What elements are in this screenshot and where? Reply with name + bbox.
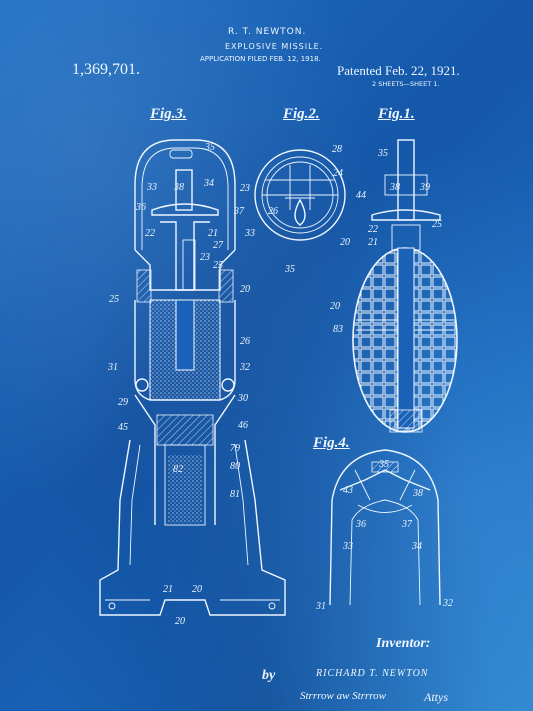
numeral: 33 [342,541,353,552]
numeral: 32 [442,598,453,609]
header-inventor-name: R. T. NEWTON. [228,27,307,37]
attys-label: Attys [424,690,448,704]
by-label: by [262,668,276,683]
numeral: 83 [333,324,343,335]
numeral: 45 [118,422,128,433]
numeral: 34 [411,541,422,552]
numeral: 20 [175,616,185,627]
numeral: 27 [213,240,224,251]
numeral: 31 [315,601,326,612]
numeral: 29 [118,397,128,408]
numeral: 79 [230,443,240,454]
numeral: 36 [135,202,146,213]
numeral: 38 [389,182,400,193]
header-application: APPLICATION FILED FEB. 12, 1918. [200,55,321,63]
numeral: 31 [107,362,118,373]
fig1-reference-numerals: 35 38 39 22 21 25 20 83 [330,148,442,335]
numeral: 38 [173,182,184,193]
fig2-title: Fig.2. [283,106,320,122]
numeral: 44 [356,190,366,201]
numeral: 20 [340,237,350,248]
header-title: EXPLOSIVE MISSILE. [225,42,324,51]
numeral: 23 [200,252,210,263]
numeral: 28 [332,144,342,155]
fig4-drawing [329,449,441,606]
inventor-label: Inventor: [376,636,431,651]
header-patent-number: 1,369,701. [72,61,140,78]
numeral: 35 [284,264,295,275]
inventor-signature: RICHARD T. NEWTON [316,668,429,679]
numeral: 20 [240,284,250,295]
numeral: 30 [237,393,248,404]
numeral: 20 [192,584,202,595]
numeral: 20 [330,301,340,312]
numeral: 33 [244,228,255,239]
numeral: 25 [213,260,223,271]
fig1-title: Fig.1. [378,106,415,122]
fig4-title: Fig.4. [313,435,350,451]
numeral: 21 [208,228,218,239]
numeral: 80 [230,461,240,472]
fig2-reference-numerals: 28 23 24 44 26 33 20 35 [240,144,366,275]
numeral: 26 [240,336,250,347]
header-sheets: 2 SHEETS—SHEET 1. [372,80,440,88]
numeral: 34 [203,178,214,189]
numeral: 21 [163,584,173,595]
numeral: 39 [419,182,430,193]
numeral: 26 [268,206,278,217]
header-patented-date: Patented Feb. 22, 1921. [337,63,460,78]
numeral: 32 [239,362,250,373]
fig4-reference-numerals: 35 43 38 36 37 33 34 31 32 [315,459,453,612]
numeral: 33 [146,182,157,193]
numeral: 37 [401,519,413,530]
numeral: 21 [368,237,378,248]
numeral: 36 [355,519,366,530]
numeral: 38 [412,488,423,499]
fig1-drawing [352,139,458,433]
numeral: 22 [145,228,155,239]
fig3-reference-numerals: 35 33 38 34 36 37 22 21 27 23 25 25 20 2… [107,142,250,627]
numeral: 24 [333,168,343,179]
numeral: 25 [109,294,119,305]
numeral: 35 [377,148,388,159]
numeral: 37 [233,206,245,217]
numeral: 81 [230,489,240,500]
fig3-title: Fig.3. [150,106,187,122]
fig3-drawing [99,139,286,616]
fig2-drawing [254,149,346,241]
numeral: 22 [368,224,378,235]
numeral: 35 [204,142,215,153]
numeral: 25 [432,219,442,230]
numeral: 35 [378,459,389,470]
numeral: 43 [343,485,353,496]
numeral: 82 [173,464,183,475]
numeral: 46 [238,420,248,431]
attorneys-signature: Strrrow aw Strrrow [300,690,386,702]
numeral: 23 [240,183,250,194]
